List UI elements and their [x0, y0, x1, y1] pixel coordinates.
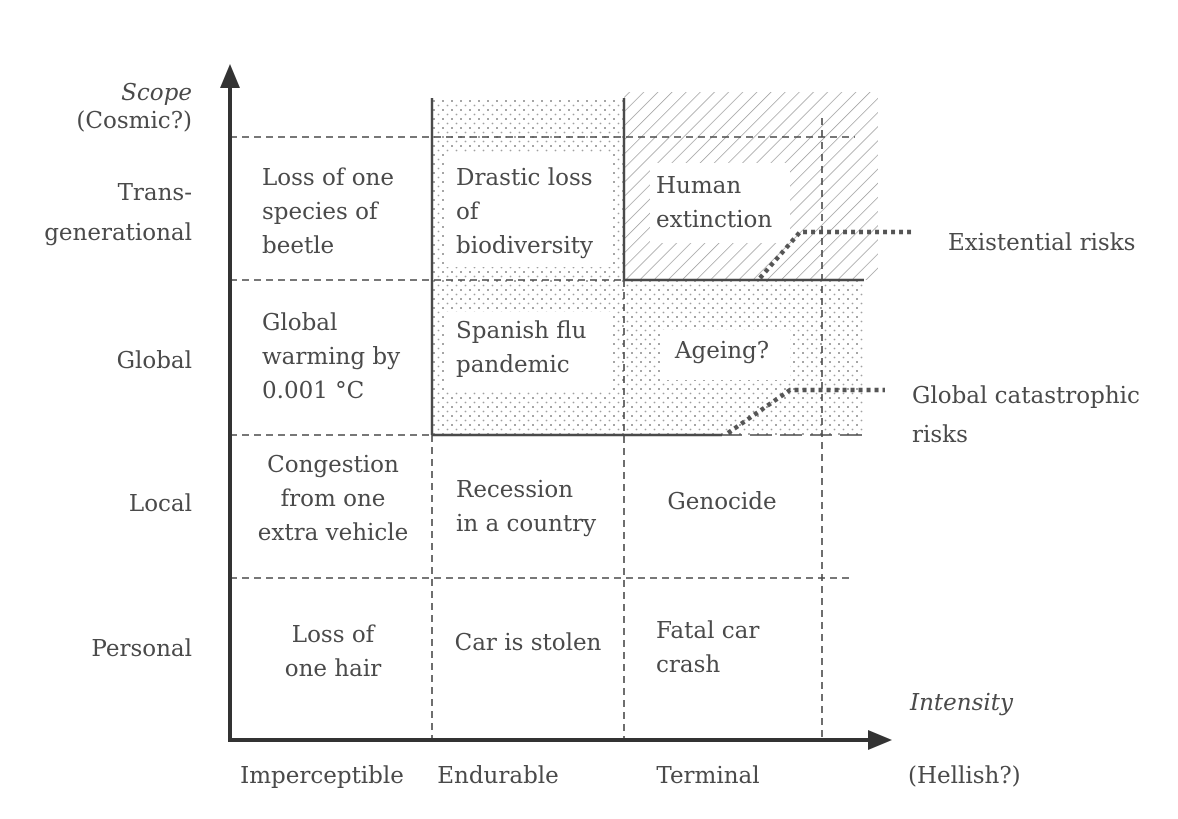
- cell-text: Congestion: [267, 452, 399, 478]
- global-catastrophic-leader: [726, 387, 885, 435]
- row-label: Local: [129, 491, 192, 517]
- cell-text: one hair: [285, 656, 381, 682]
- cell-text: Recession: [456, 477, 573, 503]
- column-label: Endurable: [437, 763, 559, 789]
- grid-lines: [230, 118, 862, 740]
- cell-text: Ageing?: [674, 338, 769, 364]
- cell-text: Loss of: [292, 622, 376, 648]
- annotation-leaders: [726, 229, 915, 435]
- cell-text: Global: [262, 310, 337, 336]
- cell-text: Loss of one: [262, 165, 394, 191]
- cell-text: Drastic loss: [456, 165, 593, 191]
- y-axis-title: Scope: [121, 80, 192, 106]
- column-label: Terminal: [656, 763, 759, 789]
- row-label: Trans-: [118, 180, 192, 206]
- cell-text: Car is stolen: [455, 630, 602, 656]
- column-label: Imperceptible: [240, 763, 404, 789]
- cell-text: species of: [262, 199, 379, 225]
- cell-text: Genocide: [667, 489, 776, 515]
- row-label: Global: [117, 348, 192, 374]
- cell-text: Fatal car: [656, 618, 759, 644]
- cell-text: beetle: [262, 233, 334, 259]
- cell-text: biodiversity: [456, 233, 593, 259]
- cell-text: warming by: [262, 344, 400, 370]
- cell-text: 0.001 °C: [262, 378, 364, 404]
- row-label: Personal: [91, 636, 192, 662]
- cell-text: extra vehicle: [258, 520, 408, 546]
- y-axis-arrow-icon: [220, 64, 240, 88]
- x-axis-arrow-icon: [868, 730, 892, 750]
- global-catastrophic-label-line1: Global catastrophic: [912, 383, 1140, 409]
- y-axis-extreme: (Cosmic?): [76, 108, 192, 134]
- global-catastrophic-label-line2: risks: [912, 422, 968, 448]
- cell-text: pandemic: [456, 352, 570, 378]
- axes: [228, 85, 878, 742]
- cell-text: Human: [656, 173, 741, 199]
- cell-text: extinction: [656, 207, 772, 233]
- existential-risks-label: Existential risks: [948, 230, 1135, 256]
- existential-leader: [758, 229, 915, 280]
- region-boundaries: [430, 98, 864, 437]
- cell-text: in a country: [456, 511, 596, 537]
- cell-text: of: [456, 199, 480, 225]
- cell-text: crash: [656, 652, 720, 678]
- x-axis-title: Intensity: [909, 690, 1014, 716]
- cell-text: from one: [281, 486, 386, 512]
- cell-text: Spanish flu: [456, 318, 586, 344]
- row-label: generational: [44, 220, 192, 246]
- x-axis-extreme: (Hellish?): [908, 763, 1021, 789]
